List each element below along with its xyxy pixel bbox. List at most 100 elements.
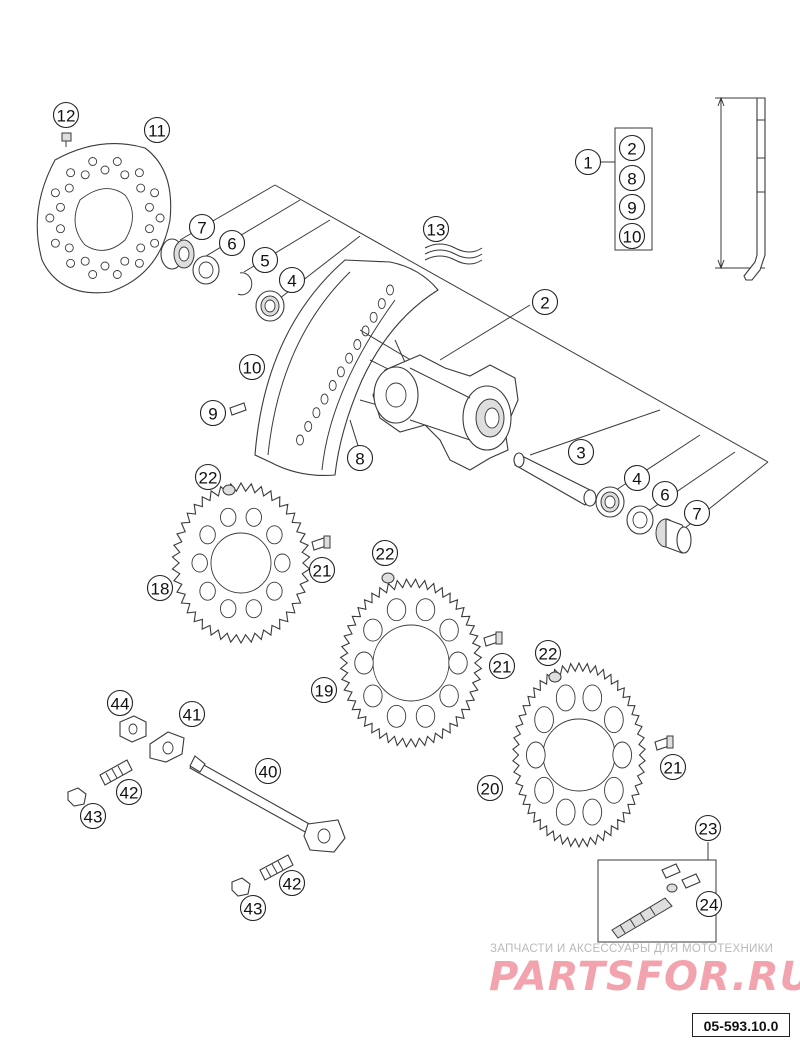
assembly-bracket [600,127,653,251]
svg-text:21: 21 [664,759,683,778]
svg-text:18: 18 [151,580,170,599]
callout-10: 10 [618,222,646,250]
svg-text:7: 7 [197,219,206,238]
brake-disc [36,143,172,294]
spoke-set [424,243,483,265]
watermark-subtitle: ЗАПЧАСТИ И АКСЕССУАРЫ ДЛЯ МОТОТЕХНИКИ [490,943,774,955]
callout-42: 42 [115,778,143,806]
bearing-right [595,486,625,518]
svg-text:2: 2 [540,294,549,313]
spoke-length-bar [715,96,766,281]
svg-text:8: 8 [627,170,636,189]
sprocket-bolts [311,535,674,751]
svg-text:42: 42 [283,875,302,894]
sprocket-20 [512,661,646,849]
callout-9: 9 [618,193,646,221]
callout-19: 19 [310,676,338,704]
svg-text:13: 13 [427,221,446,240]
callout-22: 22 [534,639,562,667]
svg-text:11: 11 [148,122,166,141]
svg-text:6: 6 [660,486,669,505]
callout-21: 21 [488,652,516,680]
svg-text:7: 7 [692,505,701,524]
callout-21: 21 [659,753,687,781]
shaft-seal-right [626,505,654,535]
svg-text:4: 4 [632,470,641,489]
wheel-axle [189,755,346,853]
callout-41: 41 [178,700,206,728]
svg-text:21: 21 [313,562,332,581]
sprocket-nuts [222,484,562,683]
callout-42: 42 [278,869,306,897]
chain-master-link [661,863,701,893]
sprocket-19 [339,577,483,749]
svg-text:24: 24 [700,896,719,915]
svg-text:5: 5 [260,252,269,271]
callout-12: 12 [52,101,80,129]
svg-text:44: 44 [111,695,130,714]
watermark-brand: PARTSFOR.RU [489,954,800,1000]
svg-text:43: 43 [244,900,263,919]
svg-text:9: 9 [208,405,217,424]
adjuster-nuts [67,787,251,897]
chain-bracket [597,842,717,943]
callout-6: 6 [651,480,679,508]
spacer-right [655,518,692,554]
callout-4: 4 [623,464,651,492]
callout-24: 24 [695,890,723,918]
callout-20: 20 [476,774,504,802]
svg-text:8: 8 [355,450,364,469]
svg-text:4: 4 [287,272,296,291]
svg-text:3: 3 [576,444,585,463]
callout-18: 18 [146,574,174,602]
callout-22: 22 [371,539,399,567]
bearing-left [255,290,285,322]
callout-7: 7 [683,499,711,527]
svg-text:43: 43 [84,808,103,827]
exploded-axis-lines [179,184,769,541]
callout-1: 1 [574,148,602,176]
callout-6: 6 [218,229,246,257]
chain-adjuster [149,731,185,763]
svg-text:23: 23 [699,820,718,839]
wheel-hub [372,354,519,471]
svg-text:10: 10 [623,228,642,247]
callout-2: 2 [531,288,559,316]
svg-text:22: 22 [376,545,395,564]
callout-43: 43 [239,894,267,922]
rim [254,259,439,476]
svg-text:10: 10 [243,359,262,378]
diagram-code: 05-593.10.0 [692,1013,790,1037]
adjuster-springs [99,759,294,881]
svg-text:40: 40 [259,763,278,782]
disc-bolt [61,132,72,147]
svg-text:21: 21 [493,658,512,677]
callout-7: 7 [188,213,216,241]
svg-text:42: 42 [120,784,139,803]
callout-13: 13 [422,215,450,243]
callout-8: 8 [618,164,646,192]
callout-2: 2 [618,134,646,162]
callout-23: 23 [694,814,722,842]
svg-text:20: 20 [481,780,500,799]
callout-43: 43 [79,802,107,830]
axle-nut [119,715,147,743]
svg-text:1: 1 [583,154,592,173]
wheel-spacer-right [513,452,597,507]
callout-40: 40 [254,757,282,785]
callout-9: 9 [199,399,227,427]
svg-text:2: 2 [627,140,636,159]
svg-text:41: 41 [183,706,202,725]
callout-21: 21 [308,556,336,584]
circlip [237,272,253,296]
callout-3: 3 [567,438,595,466]
spoke-nipple [229,402,247,416]
svg-text:22: 22 [539,645,558,664]
sprocket-18 [171,481,311,645]
drive-chain [611,897,673,939]
callout-44: 44 [106,689,134,717]
svg-text:19: 19 [315,682,334,701]
callout-10: 10 [238,353,266,381]
